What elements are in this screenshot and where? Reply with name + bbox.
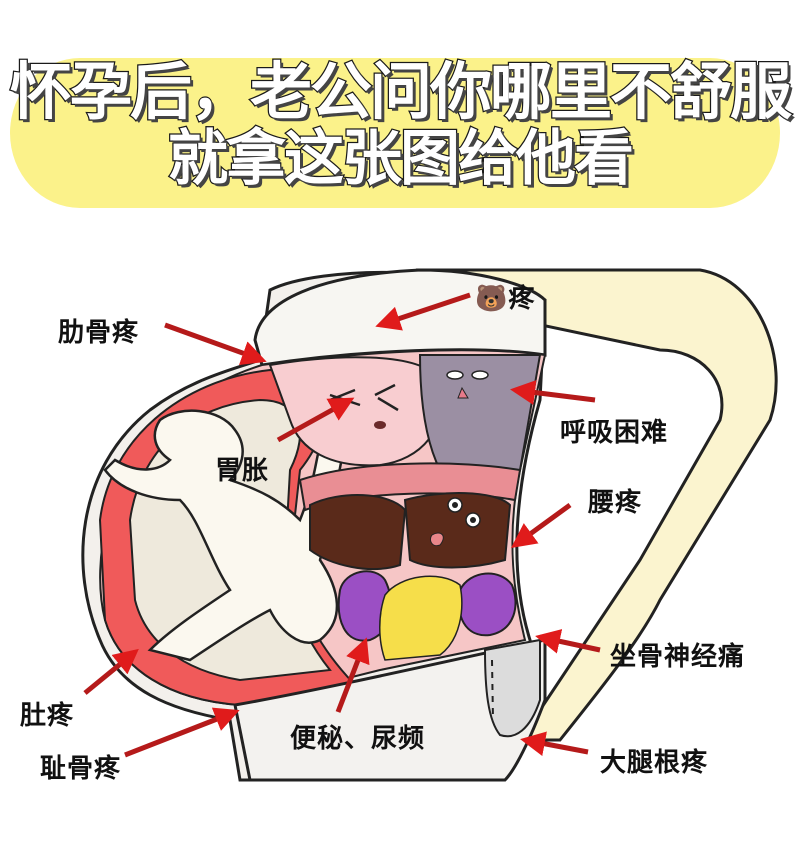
arrow-stomach — [276, 397, 355, 443]
label-back-pain: 腰疼 — [588, 488, 643, 518]
baby-figure — [103, 409, 347, 662]
right-kidney — [457, 572, 517, 637]
label-groin-pain: 大腿根疼 — [600, 748, 709, 778]
label-stomach-bloating: 胃胀 — [215, 456, 270, 486]
label-breathing-difficulty: 呼吸困难 — [560, 418, 669, 448]
pain-arrows — [83, 292, 601, 758]
arrow-pubic — [124, 707, 240, 758]
arrow-breast — [375, 292, 471, 331]
arrow-rib — [164, 322, 267, 365]
title-banner — [10, 58, 780, 208]
label-belly-pain: 肚疼 — [20, 701, 75, 731]
bladder-organ — [379, 575, 463, 661]
underwear-pocket — [483, 638, 541, 738]
arrow-groin — [520, 731, 589, 757]
stomach-face-mouth — [374, 421, 386, 429]
title-line-2: 就拿这张图给他看 — [167, 123, 636, 196]
arm-shape — [415, 268, 778, 742]
arrow-back — [510, 502, 572, 548]
label-pubic-bone-pain: 耻骨疼 — [40, 754, 122, 784]
arrow-bladder — [335, 637, 370, 713]
arrow-lung — [510, 380, 596, 405]
arrow-belly — [83, 648, 139, 695]
happy-organ — [403, 492, 512, 569]
title-line-1: 怀孕后，老公问你哪里不舒服 — [9, 54, 794, 129]
label-constipation-urination: 便秘、尿频 — [290, 724, 426, 754]
label-sciatica: 坐骨神经痛 — [610, 642, 746, 672]
label-breast-pain: 🐻疼 — [475, 284, 536, 314]
liver-organ — [309, 493, 407, 571]
arrow-sciatica — [535, 629, 601, 654]
label-rib-pain: 肋骨疼 — [58, 318, 140, 348]
